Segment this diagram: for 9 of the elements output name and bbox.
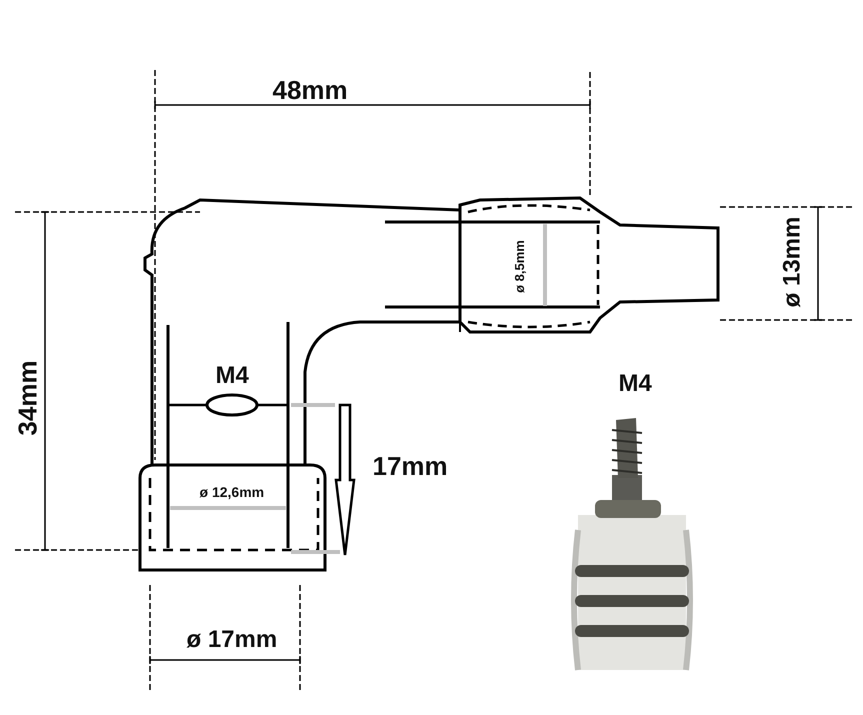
dimension-label: ø 8,5mm (512, 240, 526, 292)
dimension-label: 17mm (372, 453, 448, 479)
thread-label: M4 (618, 372, 652, 396)
dimension-label: ø 13mm (780, 216, 804, 308)
dimension-label: ø 17mm (186, 628, 278, 652)
dimension-label: ø 12,6mm (200, 485, 264, 499)
dimension-label: 34mm (14, 360, 40, 436)
thread-label: M4 (216, 364, 249, 388)
dimension-label: 48mm (272, 77, 348, 103)
